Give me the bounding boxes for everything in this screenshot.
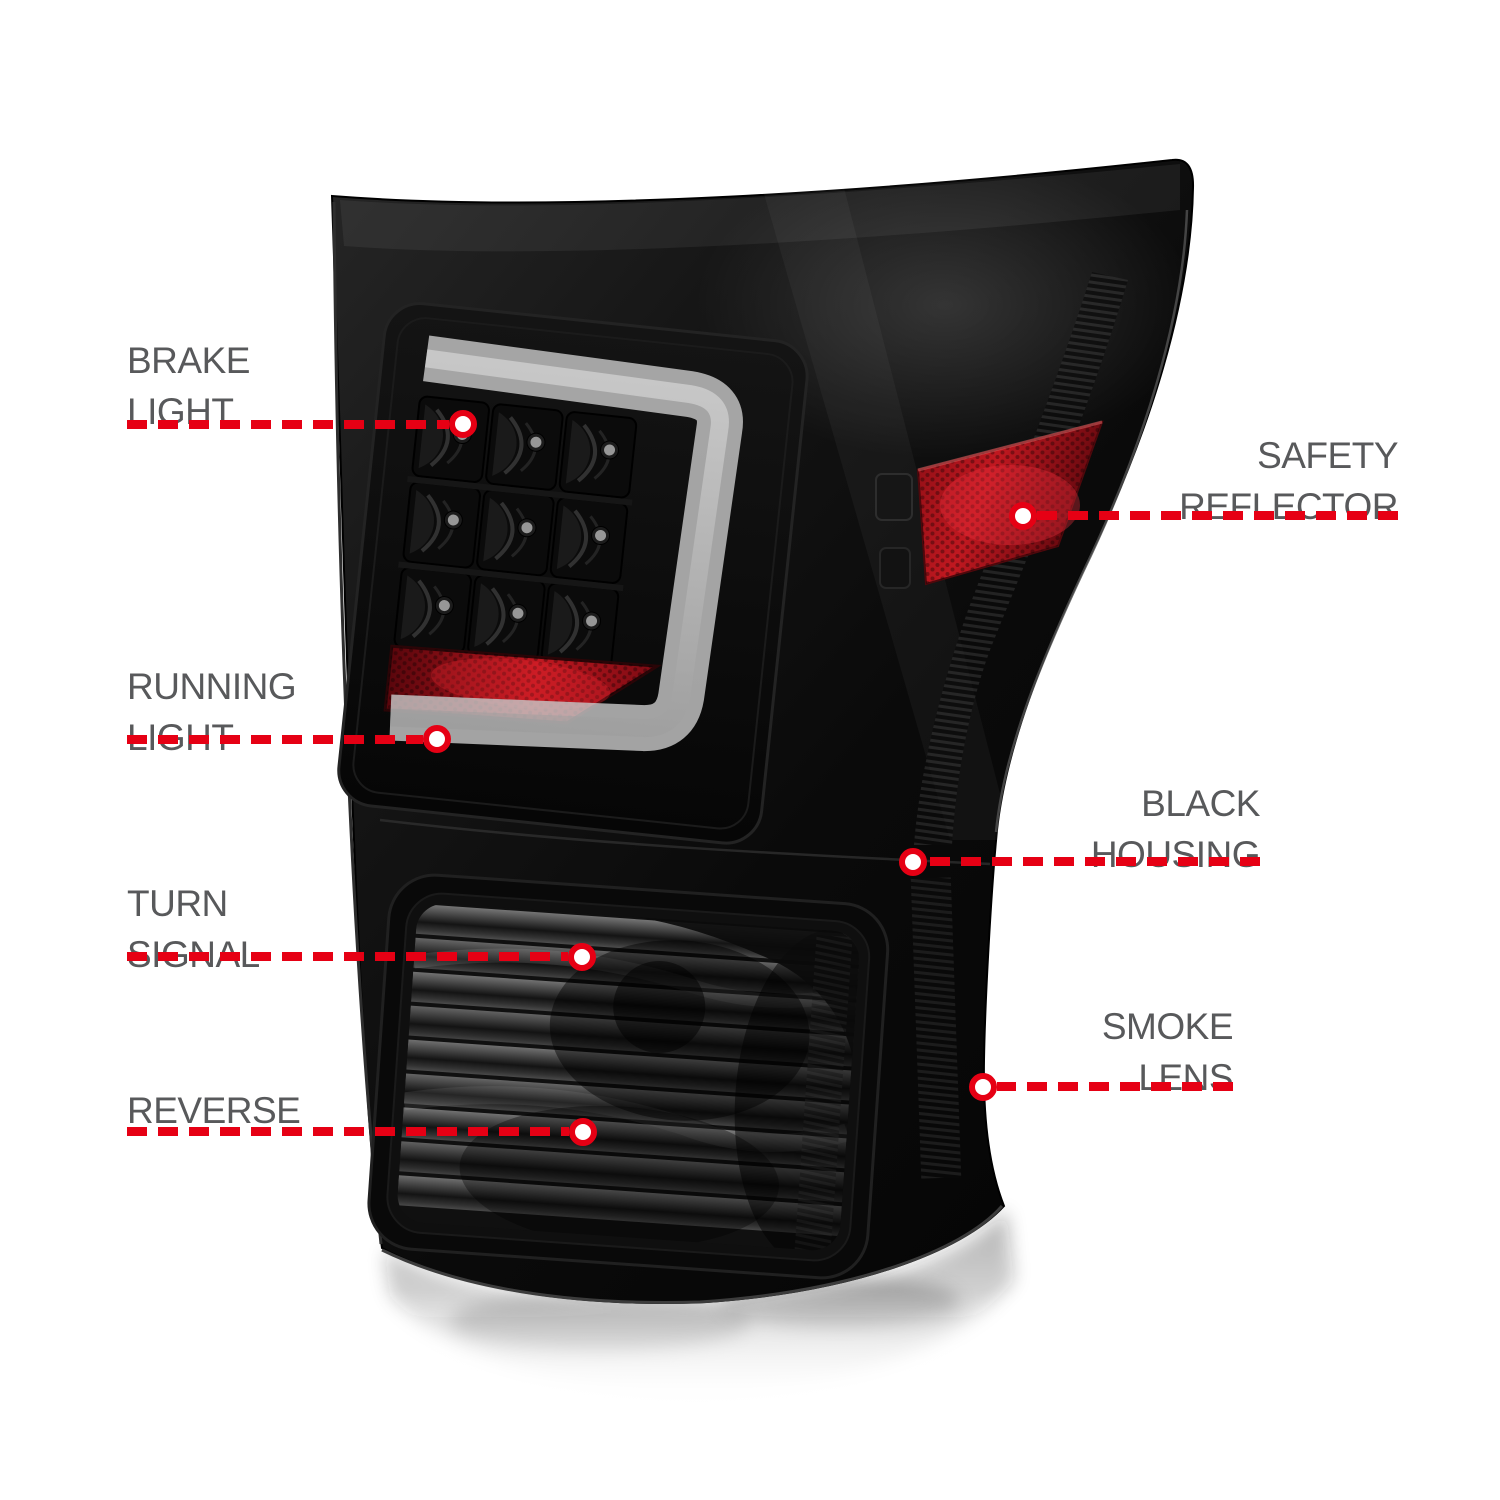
label-reverse: REVERSE [127, 1085, 301, 1136]
callout-dot-safety-reflector [1009, 502, 1037, 530]
label-line: RUNNING [127, 666, 297, 707]
label-line: SMOKE [1101, 1006, 1234, 1047]
callout-dot-black-housing [899, 848, 927, 876]
label-line: BRAKE [127, 340, 250, 381]
label-line: TURN [127, 883, 228, 924]
callout-line-running-light [127, 735, 423, 744]
callout-line-reverse [127, 1127, 569, 1136]
callout-dot-running-light [423, 725, 451, 753]
brake-light-led-grid [391, 393, 639, 672]
serrated-trim [914, 272, 1128, 845]
callout-line-turn-signal [127, 952, 568, 961]
callout-line-safety-reflector [1037, 511, 1398, 520]
running-light-bar [389, 349, 729, 738]
edge-rim-highlight [994, 209, 1189, 833]
callout-line-black-housing [927, 857, 1260, 866]
lens-bezel-corner [637, 917, 861, 1114]
label-line: BLACK [1141, 783, 1260, 824]
label-turn-signal: TURN SIGNAL [127, 878, 260, 980]
callout-dot-reverse [569, 1118, 597, 1146]
label-line: LENS [1138, 1057, 1233, 1098]
label-smoke-lens: SMOKE LENS [1101, 1001, 1234, 1103]
label-line: REFLECTOR [1179, 486, 1398, 527]
turn-reverse-section [367, 873, 890, 1280]
label-black-housing: BLACK HOUSING [1090, 778, 1261, 880]
label-line: REVERSE [127, 1090, 301, 1131]
callout-dot-brake-light [449, 410, 477, 438]
label-line: SAFETY [1257, 435, 1398, 476]
callout-line-brake-light [127, 420, 449, 429]
callout-line-smoke-lens [997, 1082, 1233, 1091]
label-line: HOUSING [1090, 834, 1261, 875]
label-line: LIGHT [127, 391, 234, 432]
smoked-ribbed-lens [395, 901, 861, 1253]
safety-reflector-part [875, 420, 1104, 589]
serrated-trim-lower [910, 877, 962, 1179]
light-bar [389, 335, 743, 752]
callout-dot-smoke-lens [969, 1073, 997, 1101]
brake-light-section [337, 302, 809, 845]
label-running-light: RUNNING LIGHT [127, 661, 297, 763]
label-safety-reflector: SAFETY REFLECTOR [1179, 430, 1398, 532]
callout-dot-turn-signal [568, 943, 596, 971]
